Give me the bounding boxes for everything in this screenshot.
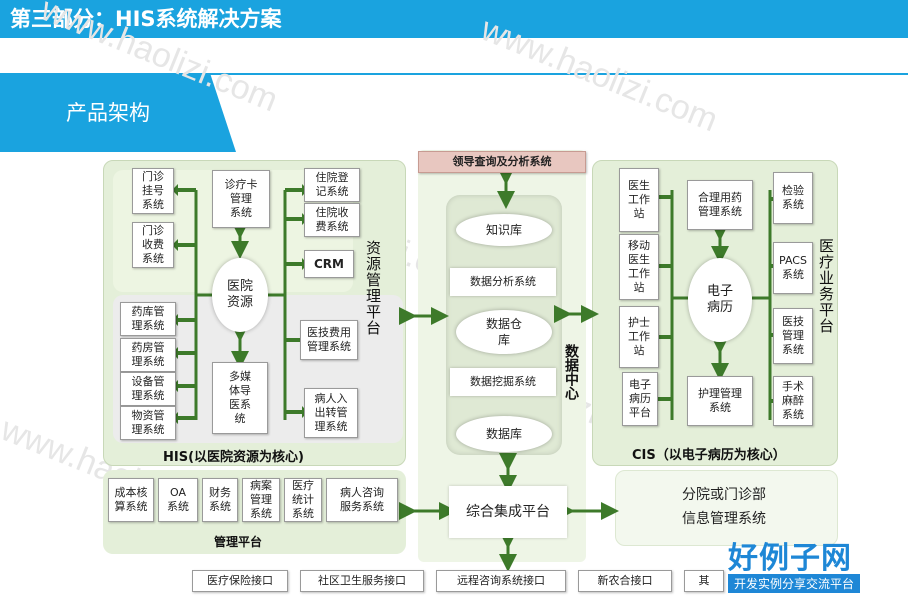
- management-module: 病人咨询服务系统: [326, 478, 398, 522]
- data-analysis-system: 数据分析系统: [450, 268, 556, 296]
- interface-box: 医疗保险接口: [192, 570, 288, 592]
- data-mining-system: 数据挖掘系统: [450, 368, 556, 396]
- management-module: 病案管理系统: [242, 478, 280, 522]
- arrow-icon: [172, 380, 196, 392]
- divider: [0, 73, 908, 75]
- arrow-icon: [172, 314, 196, 326]
- management-module: 医疗统计系统: [284, 478, 322, 522]
- cis-module: 手术麻醉系统: [773, 376, 813, 426]
- leader-query-system: 领导查询及分析系统: [418, 151, 586, 173]
- his-footer: HIS(以医院资源为核心): [163, 450, 304, 465]
- slide-title: 第三部分：HIS系统解决方案: [0, 0, 908, 38]
- data-center-label: 数据中心: [563, 344, 579, 400]
- arrow-icon: [285, 406, 308, 418]
- his-module: 物资管理系统: [120, 406, 176, 440]
- database: 数据库: [456, 416, 552, 452]
- brand-logo: 好例子网: [728, 541, 852, 576]
- his-module: 药库管理系统: [120, 302, 176, 336]
- cis-module: 护士工作站: [619, 306, 659, 368]
- cis-module: 移动医生工作站: [619, 234, 659, 300]
- crm-module: CRM: [304, 250, 354, 278]
- management-module: 成本核算系统: [108, 478, 154, 522]
- branch-system: 分院或门诊部信息管理系统: [682, 487, 766, 527]
- branch-panel: [615, 470, 838, 546]
- brand-slogan: 开发实例分享交流平台: [728, 574, 861, 593]
- knowledge-base: 知识库: [456, 214, 552, 246]
- emr-hub: 电子病历: [688, 258, 752, 342]
- his-module: 病人入出转管理系统: [304, 388, 358, 438]
- interface-box: 社区卫生服务接口: [300, 570, 424, 592]
- interface-box: 新农合接口: [578, 570, 672, 592]
- his-module: 诊疗卡管理系统: [212, 170, 270, 228]
- his-module: 设备管理系统: [120, 372, 176, 406]
- hospital-resource-hub: 医院资源: [212, 258, 268, 332]
- cis-module: 医生工作站: [619, 168, 659, 232]
- arrow-icon: [172, 239, 196, 251]
- his-module: 药房管理系统: [120, 338, 176, 372]
- arrow-icon: [285, 184, 308, 196]
- arrow-icon: [172, 184, 196, 196]
- management-module: 财务系统: [202, 478, 238, 522]
- cis-module: 电子病历平台: [622, 372, 658, 426]
- cis-footer: CIS（以电子病历为核心）: [632, 448, 786, 463]
- his-module: 住院登记系统: [304, 168, 360, 202]
- management-footer: 管理平台: [214, 535, 263, 549]
- section-title: 产品架构: [66, 101, 150, 125]
- his-module: 门诊收费系统: [132, 222, 174, 268]
- interface-box: 远程咨询系统接口: [436, 570, 566, 592]
- his-module: 医技费用管理系统: [300, 320, 358, 360]
- arrow-icon: [172, 347, 196, 359]
- section-tab: 产品架构: [0, 73, 236, 152]
- data-warehouse: 数据仓库: [456, 310, 552, 354]
- cis-module: 护理管理系统: [687, 376, 753, 426]
- his-module: 多媒体导医系统: [212, 362, 268, 434]
- integration-platform: 综合集成平台: [449, 486, 567, 538]
- cis-module: 合理用药管理系统: [687, 180, 753, 230]
- his-module: 住院收费系统: [304, 203, 360, 237]
- arrow-icon: [172, 412, 196, 424]
- his-module: 门诊挂号系统: [132, 168, 174, 214]
- cis-module: 检验系统: [773, 172, 813, 224]
- arrow-icon: [285, 213, 308, 225]
- interface-box: 其: [684, 570, 724, 592]
- cis-module: 医技管理系统: [773, 308, 813, 364]
- medical-platform-label: 医疗业务平台: [817, 238, 835, 334]
- resource-platform-label: 资源管理平台: [364, 240, 382, 336]
- arrow-icon: [285, 258, 308, 270]
